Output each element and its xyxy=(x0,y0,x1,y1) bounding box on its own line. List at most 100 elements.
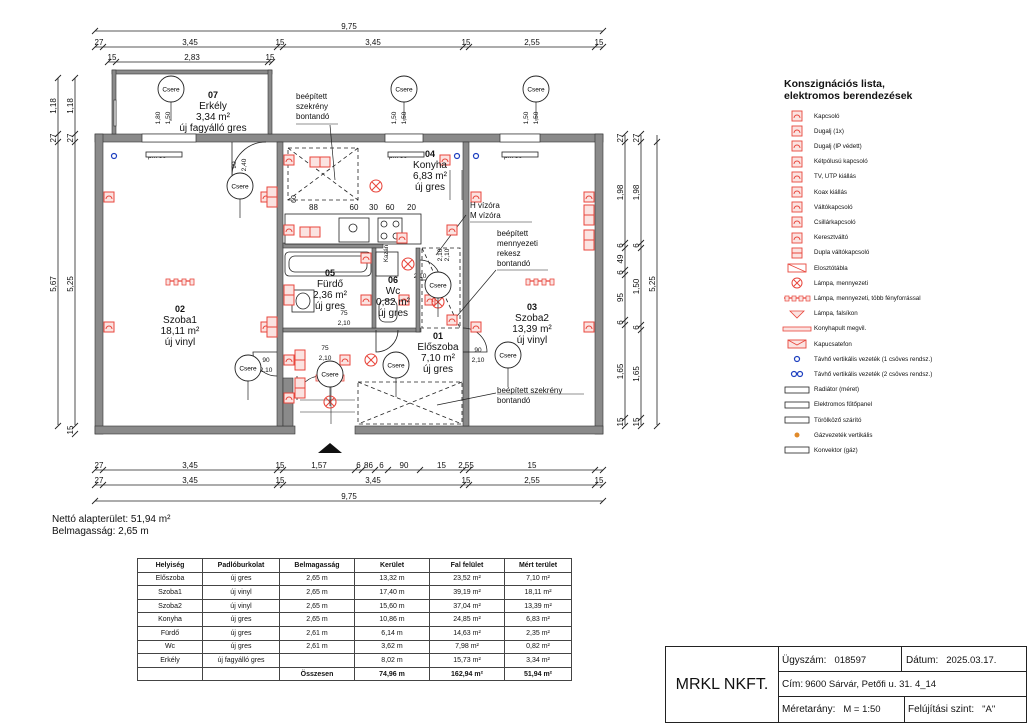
table-cell: új gres xyxy=(202,625,280,641)
dim-right-outer: 15 xyxy=(616,417,625,426)
replace-marker: Csere xyxy=(424,271,452,317)
dim-small: 1,50 xyxy=(165,111,172,124)
radiator-icon xyxy=(145,151,183,158)
replace-marker-label: Csere xyxy=(429,283,447,290)
windows xyxy=(113,99,541,143)
dim-right-outer: 6 xyxy=(616,243,625,248)
dim-total-top: 9,75 xyxy=(341,22,357,31)
legend-item-label: Kapucsatefon xyxy=(814,340,852,348)
gas-pipe-icon xyxy=(780,429,814,441)
room-area: 2,36 m² xyxy=(313,290,348,301)
replace-marker-label: Csere xyxy=(395,87,413,94)
socket-icon xyxy=(446,314,458,326)
table-cell: Wc xyxy=(137,639,203,655)
dimension-lines xyxy=(57,30,658,502)
dim-small: 90 xyxy=(231,161,238,169)
table-cell: 2,61 m xyxy=(279,625,355,641)
company-name: MRKL NKFT. xyxy=(666,647,779,722)
dim-bottom-2: 2,55 xyxy=(524,476,540,485)
dim-right-outer: 1,65 xyxy=(616,363,625,379)
bathroom-fixtures xyxy=(284,251,399,323)
table-cell: új vinyl xyxy=(202,598,280,614)
ceiling-height-label: Belmagasság: 2,65 m xyxy=(52,526,149,537)
dim-right-inner: 6 xyxy=(632,325,641,330)
room-area: 13,39 m² xyxy=(512,324,552,335)
legend-item: Elektromos fűtőpanel xyxy=(780,399,872,411)
district-heating-2-icon xyxy=(780,368,814,380)
table-cell: új gres xyxy=(202,571,280,587)
dim-small: 2,10 xyxy=(437,248,444,261)
ceiling-lamp-icon xyxy=(369,179,383,193)
dim-right-inner: 27 xyxy=(632,133,641,142)
socket-ip-icon xyxy=(780,140,814,152)
dim-right-inner: 15 xyxy=(632,417,641,426)
dim-bottom-1: 6 xyxy=(356,461,361,470)
room-area: 0,82 m² xyxy=(376,297,411,308)
dim-left-inner: 1,18 xyxy=(66,98,75,114)
renovation-level-label: Felújítási szint: xyxy=(908,703,975,715)
ceiling-lamp-icon xyxy=(401,257,415,271)
dim-kitchen: 60 xyxy=(350,203,359,212)
renovation-level: Felújítási szint:"A" xyxy=(908,700,995,718)
replace-marker-label: Csere xyxy=(162,87,180,94)
coax-icon xyxy=(780,186,814,198)
legend-item-label: Lámpa, falsíkon xyxy=(814,310,858,318)
table-cell: 2,65 m xyxy=(279,585,355,600)
table-total-cell: 51,94 m² xyxy=(504,666,572,682)
tv-icon xyxy=(780,171,814,183)
dim-small: 1,50 xyxy=(523,111,530,124)
dim-left-inner: 5,25 xyxy=(66,276,75,292)
room-name: Fürdő xyxy=(317,279,344,290)
socket-icon xyxy=(283,354,295,366)
dim-top: 2,55 xyxy=(524,38,540,47)
table-cell: Szoba1 xyxy=(137,585,203,600)
double-socket-icon xyxy=(583,204,595,226)
dim-left-inner: 15 xyxy=(66,425,75,434)
socket-icon xyxy=(283,392,295,404)
double-switch-icon xyxy=(780,156,814,168)
dim-bottom-2: 15 xyxy=(462,476,471,485)
table-cell: 8,02 m xyxy=(354,653,430,668)
entrance-arrow xyxy=(318,443,342,453)
room-number: 06 xyxy=(388,275,398,285)
socket-icon xyxy=(396,232,408,244)
legend-item-label: Koax kiállás xyxy=(814,188,848,196)
double-socket-icon xyxy=(283,284,295,306)
table-total-cell xyxy=(202,666,280,682)
room-name: Konyha xyxy=(413,160,447,171)
legend-item-label: Dugalj (1x) xyxy=(814,127,844,135)
double-socket-icon xyxy=(309,156,331,168)
distribution-board-icon xyxy=(780,262,814,274)
room-area: 6,83 m² xyxy=(413,171,448,182)
dim-bottom-2: 27 xyxy=(95,476,104,485)
room-floor: új vinyl xyxy=(165,337,196,348)
table-cell: 3,62 m xyxy=(354,639,430,655)
dim-bottom-1: 27 xyxy=(95,461,104,470)
socket-icon xyxy=(470,321,482,333)
switch-icon xyxy=(780,110,814,122)
legend-item: Keresztváltó xyxy=(780,232,848,244)
table-cell: 2,65 m xyxy=(279,598,355,614)
legend-item: Csillárkapcsoló xyxy=(780,216,856,228)
dim-small: 2,10 xyxy=(260,367,273,374)
dim-bottom-1: 3,45 xyxy=(182,461,198,470)
dim-balcony: 2,83 xyxy=(184,53,200,62)
note-wardrobe-top: szekrény xyxy=(296,102,328,111)
dim-top: 15 xyxy=(462,38,471,47)
replace-marker: Csere xyxy=(494,341,522,387)
dim-left-outer: 1,18 xyxy=(49,98,58,114)
table-cell: 15,73 m² xyxy=(429,653,505,668)
socket-icon xyxy=(339,354,351,366)
socket-icon xyxy=(583,321,595,333)
dim-right-outer: 6 xyxy=(616,270,625,275)
legend-item: Lámpa, mennyezeti, több fényforrással xyxy=(780,292,921,304)
double-socket-icon xyxy=(266,186,278,208)
